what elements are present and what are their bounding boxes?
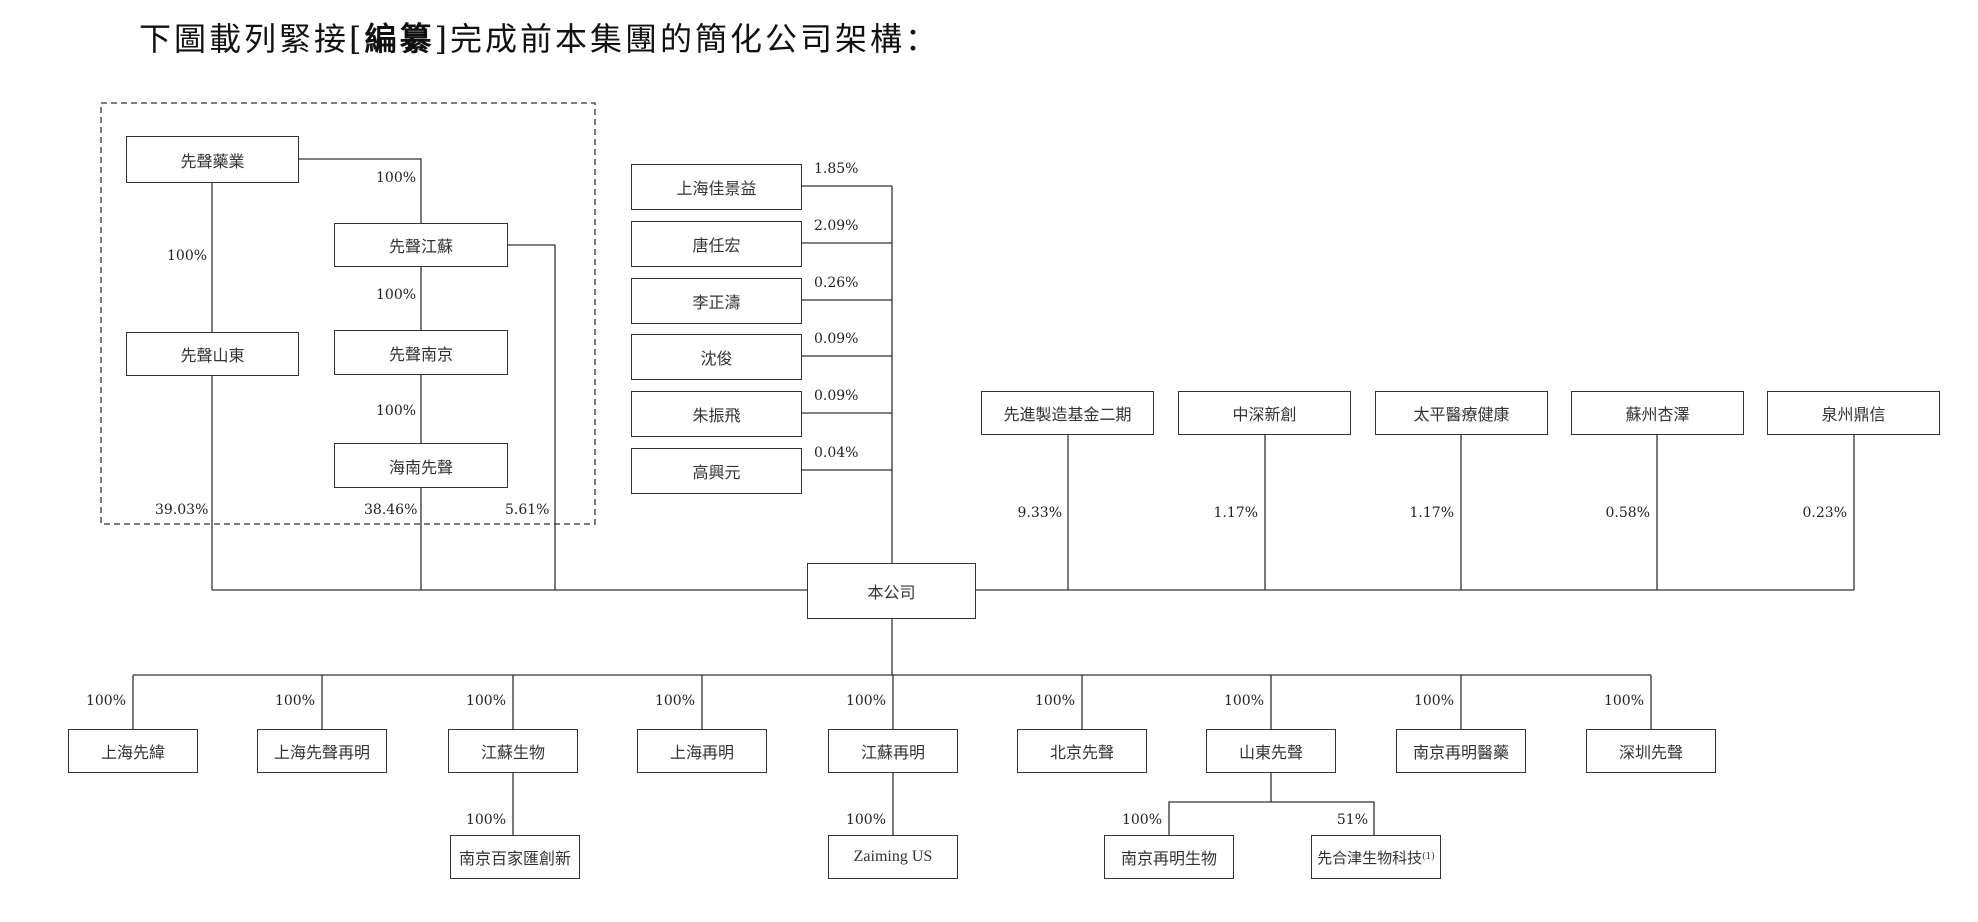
title-prefix: 下圖載列緊接[	[139, 20, 365, 58]
shareholder-box: 李正濤	[631, 278, 802, 324]
pct-label: 9.33%	[1017, 505, 1062, 521]
entity-box-shandong: 先聲山東	[126, 332, 299, 376]
shareholder-box: 沈俊	[631, 334, 802, 380]
pct-label: 100%	[1603, 693, 1644, 709]
shareholder-box: 太平醫療健康	[1375, 391, 1548, 435]
subsidiary-box: 南京百家匯創新	[450, 835, 580, 879]
entity-box-nanjing: 先聲南京	[334, 330, 508, 375]
title-suffix: ]完成前本集團的簡化公司架構：	[434, 20, 941, 58]
subsidiary-box: 先合津生物科技(1)	[1311, 835, 1441, 879]
subsidiary-box: 北京先聲	[1017, 729, 1147, 773]
pct-label: 100%	[465, 693, 506, 709]
pct-label: 100%	[1121, 812, 1162, 828]
pct-label: 0.23%	[1802, 505, 1847, 521]
pct-label: 51%	[1336, 812, 1368, 828]
pct-label: 2.09%	[814, 218, 859, 234]
subsidiary-box: 上海先聲再明	[257, 729, 387, 773]
entity-box-hainan: 海南先聲	[334, 443, 508, 488]
subsidiary-box: 南京再明醫藥	[1396, 729, 1526, 773]
page-title: 下圖載列緊接[編纂]完成前本集團的簡化公司架構：	[139, 14, 940, 60]
entity-name: 先合津生物科技	[1317, 848, 1423, 867]
entity-box-parent: 先聲藥業	[126, 136, 299, 183]
pct-label: 100%	[376, 170, 417, 186]
pct-label: 100%	[376, 287, 417, 303]
shareholder-box: 蘇州杏澤	[1571, 391, 1744, 435]
shareholder-box: 中深新創	[1178, 391, 1351, 435]
pct-label: 100%	[274, 693, 315, 709]
pct-label: 100%	[1413, 693, 1454, 709]
pct-label: 100%	[1223, 693, 1264, 709]
pct-label: 100%	[85, 693, 126, 709]
shareholder-box: 高興元	[631, 448, 802, 494]
pct-label: 0.26%	[814, 275, 859, 291]
pct-label: 100%	[654, 693, 695, 709]
shareholder-box: 唐任宏	[631, 221, 802, 267]
pct-label: 0.04%	[814, 445, 859, 461]
shareholder-box: 朱振飛	[631, 391, 802, 437]
pct-label: 39.03%	[155, 502, 209, 518]
subsidiary-box: 山東先聲	[1206, 729, 1336, 773]
pct-label: 100%	[1034, 693, 1075, 709]
subsidiary-box: Zaiming US	[828, 835, 958, 879]
title-bold: 編纂	[364, 20, 435, 58]
pct-label: 0.09%	[814, 331, 859, 347]
subsidiary-box: 江蘇再明	[828, 729, 958, 773]
entity-box-jiangsu: 先聲江蘇	[334, 223, 508, 267]
pct-label: 100%	[845, 693, 886, 709]
pct-label: 1.17%	[1409, 505, 1454, 521]
shareholder-box: 上海佳景益	[631, 164, 802, 210]
pct-label: 1.85%	[814, 161, 859, 177]
pct-label: 100%	[376, 403, 417, 419]
subsidiary-box: 上海先緯	[68, 729, 198, 773]
footnote-marker: (1)	[1422, 852, 1435, 862]
pct-label: 100%	[845, 812, 886, 828]
pct-label: 38.46%	[364, 502, 418, 518]
subsidiary-box: 南京再明生物	[1104, 835, 1234, 879]
dashed-group-border	[100, 102, 596, 525]
pct-label: 0.09%	[814, 388, 859, 404]
shareholder-box: 泉州鼎信	[1767, 391, 1940, 435]
subsidiary-box: 上海再明	[637, 729, 767, 773]
pct-label: 100%	[465, 812, 506, 828]
pct-label: 5.61%	[505, 502, 550, 518]
shareholder-box: 先進製造基金二期	[981, 391, 1154, 435]
pct-label: 1.17%	[1213, 505, 1258, 521]
company-box: 本公司	[807, 563, 976, 619]
pct-label: 0.58%	[1605, 505, 1650, 521]
pct-label: 100%	[167, 248, 208, 264]
subsidiary-box: 江蘇生物	[448, 729, 578, 773]
subsidiary-box: 深圳先聲	[1586, 729, 1716, 773]
